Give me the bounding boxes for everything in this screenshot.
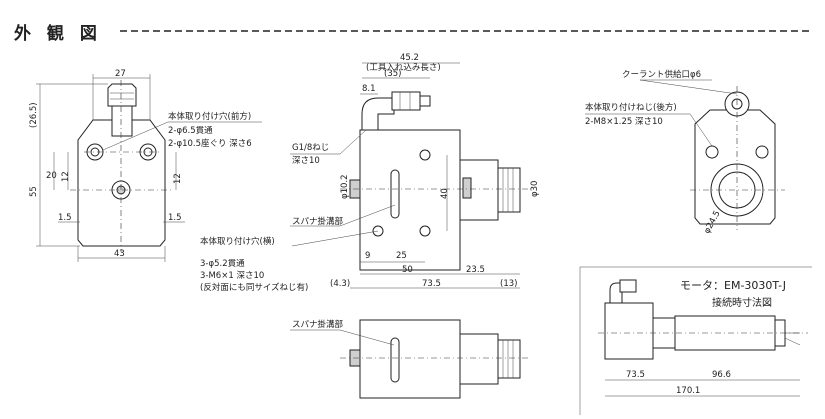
dim-26-5: (26.5) [29,102,39,128]
dim-13: (13) [500,279,517,289]
bottom-body [359,319,461,399]
dim-25: 25 [396,251,407,261]
front-fitting-nut [107,83,137,107]
dim-73-5: 73.5 [422,279,441,289]
side-hole-top [419,149,431,161]
dim-35: (35) [384,69,401,79]
motor-dim-73-5: 73.5 [626,370,645,380]
dim-50: 50 [402,265,413,275]
callout-front-holes-line2: 2-φ10.5座ぐり 深さ6 [168,138,252,149]
callout-side-holes-3: (反対面にも同サイズねじ有) [200,282,308,293]
page-title: 外 観 図 [14,23,102,44]
dim-phi10-2: φ10.2 [340,174,350,199]
callout-front-holes-heading: 本体取り付け穴(前方) [168,111,251,122]
motor-inset-body [604,302,654,360]
dim-43: 43 [114,249,125,259]
front-fitting-stem [111,105,133,137]
bottom-spanner-slot [390,337,400,383]
callout-coolant: クーラント供給口φ6 [622,69,701,80]
rear-view: φ24.5 クーラント供給口φ6 本体取り付けねじ(後方) 2-M8×1.25 … [585,69,785,236]
front-view: 27 (26.5) 55 20 12 12 1.5 1.5 43 本体取り付け穴… [29,69,262,262]
dim-phi30: φ30 [530,181,540,197]
motor-subtitle: 接続時寸法図 [712,296,772,309]
dim-20: 20 [46,171,57,181]
callout-front-holes-line1: 2-φ6.5貫通 [168,125,213,136]
dim-45-2-note: (工具入れ込み長さ) [366,62,441,73]
callout-rear-screw-2: 2-M8×1.25 深さ10 [585,117,663,127]
dim-1-5-right: 1.5 [168,213,182,223]
dim-9: 9 [365,251,370,261]
bottom-spindle [497,339,521,379]
dim-8-1: 8.1 [362,84,376,94]
side-spanner-slot [390,169,400,219]
dim-12-right: 12 [173,173,183,184]
dim-12-left: 12 [61,171,71,182]
rear-screw-left [705,145,719,159]
callout-rear-screw: 本体取り付けねじ(後方) [585,102,677,113]
dim-40: 40 [440,188,450,199]
bottom-view: スパナ掛溝部 [290,319,530,399]
dim-45-2: 45.2 [400,53,419,63]
callout-spanner-bottom: スパナ掛溝部 [292,319,344,330]
callout-side-holes-1: 3-φ5.2貫通 [200,258,245,269]
side-hole-lower-right [419,225,431,237]
rear-screw-right [755,145,769,159]
dim-55: 55 [29,186,39,197]
callout-thread-depth: 深さ10 [292,156,320,166]
side-spindle [497,167,521,213]
motor-inset: モータ：EM-3030T-J 接続時寸法図 73.5 96.6 170.1 [579,266,812,415]
side-body [359,129,461,271]
callout-thread: G1/8ねじ [292,143,329,153]
bottom-neck [459,333,499,385]
dim-27: 27 [115,69,126,79]
motor-dim-170-1: 170.1 [676,386,700,396]
side-view: 45.2 (工具入れ込み長さ) (35) 8.1 40 φ10.2 φ30 9 … [200,53,540,293]
side-elbow-fitting [361,97,395,131]
motor-dim-96-6: 96.6 [712,370,731,380]
side-lug [462,177,472,199]
motor-title: モータ：EM-3030T-J [680,279,786,292]
callout-side-holes: 本体取り付け穴(横) [200,236,275,247]
callout-side-holes-2: 3-M6×1 深さ10 [200,271,264,281]
dim-1-5-left: 1.5 [58,213,72,223]
callout-spanner-side: スパナ掛溝部 [292,216,344,227]
side-fitting-nut [391,91,421,111]
dim-4-3: (4.3) [330,279,350,289]
dim-23-5: 23.5 [466,265,485,275]
